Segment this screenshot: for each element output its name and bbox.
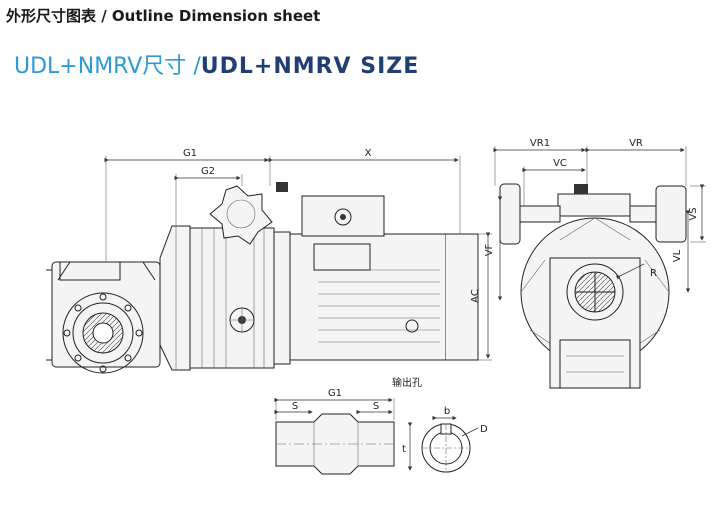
output-hole-d-label: D: [480, 424, 488, 435]
dimension-ac-label: AC: [470, 289, 481, 303]
front-view: G1 G2 X AC: [46, 148, 492, 374]
page-header: 外形尺寸图表 / Outline Dimension sheet: [6, 7, 321, 25]
output-hole-b-label: b: [444, 406, 450, 417]
size-title-cn: UDL+NMRV尺寸: [14, 54, 194, 79]
dimension-ac: AC: [470, 232, 492, 361]
output-hole-s-right-label: S: [373, 401, 379, 412]
dimension-x-label: X: [365, 148, 372, 159]
flange: [159, 225, 191, 371]
size-title-separator: /: [193, 54, 201, 79]
dimension-vr1-label: VR1: [530, 138, 550, 149]
size-title: UDL+NMRV尺寸 /UDL+NMRV SIZE: [14, 48, 419, 80]
variator: [189, 182, 291, 369]
handwheel: [209, 185, 273, 245]
dimension-g2-label: G2: [201, 166, 215, 177]
dimension-vs-label: VS: [688, 207, 699, 220]
adjust-knob: [276, 182, 288, 192]
dimension-vl-label: VL: [672, 249, 683, 262]
dimension-x: X: [268, 148, 461, 234]
side-view: VR1 VR VC VF VS VL R: [484, 138, 706, 389]
dimension-vf-label: VF: [484, 243, 495, 256]
output-hole-g1-label: G1: [328, 388, 342, 399]
dimension-g1-label: G1: [183, 148, 197, 159]
motor: [289, 195, 479, 361]
dimension-r-label: R: [650, 268, 657, 279]
dimension-g2: G2: [174, 166, 243, 226]
output-hole-detail: 输出孔 G1 S S b D t: [274, 376, 488, 475]
size-title-en: UDL+NMRV SIZE: [200, 54, 420, 79]
dimension-vc-label: VC: [553, 158, 567, 169]
worm-gearbox: [46, 261, 161, 374]
dimension-vr-label: VR: [629, 138, 643, 149]
output-hole-s-left-label: S: [292, 401, 298, 412]
output-hole-t-label: t: [402, 444, 406, 455]
output-hole-title: 输出孔: [392, 376, 422, 389]
